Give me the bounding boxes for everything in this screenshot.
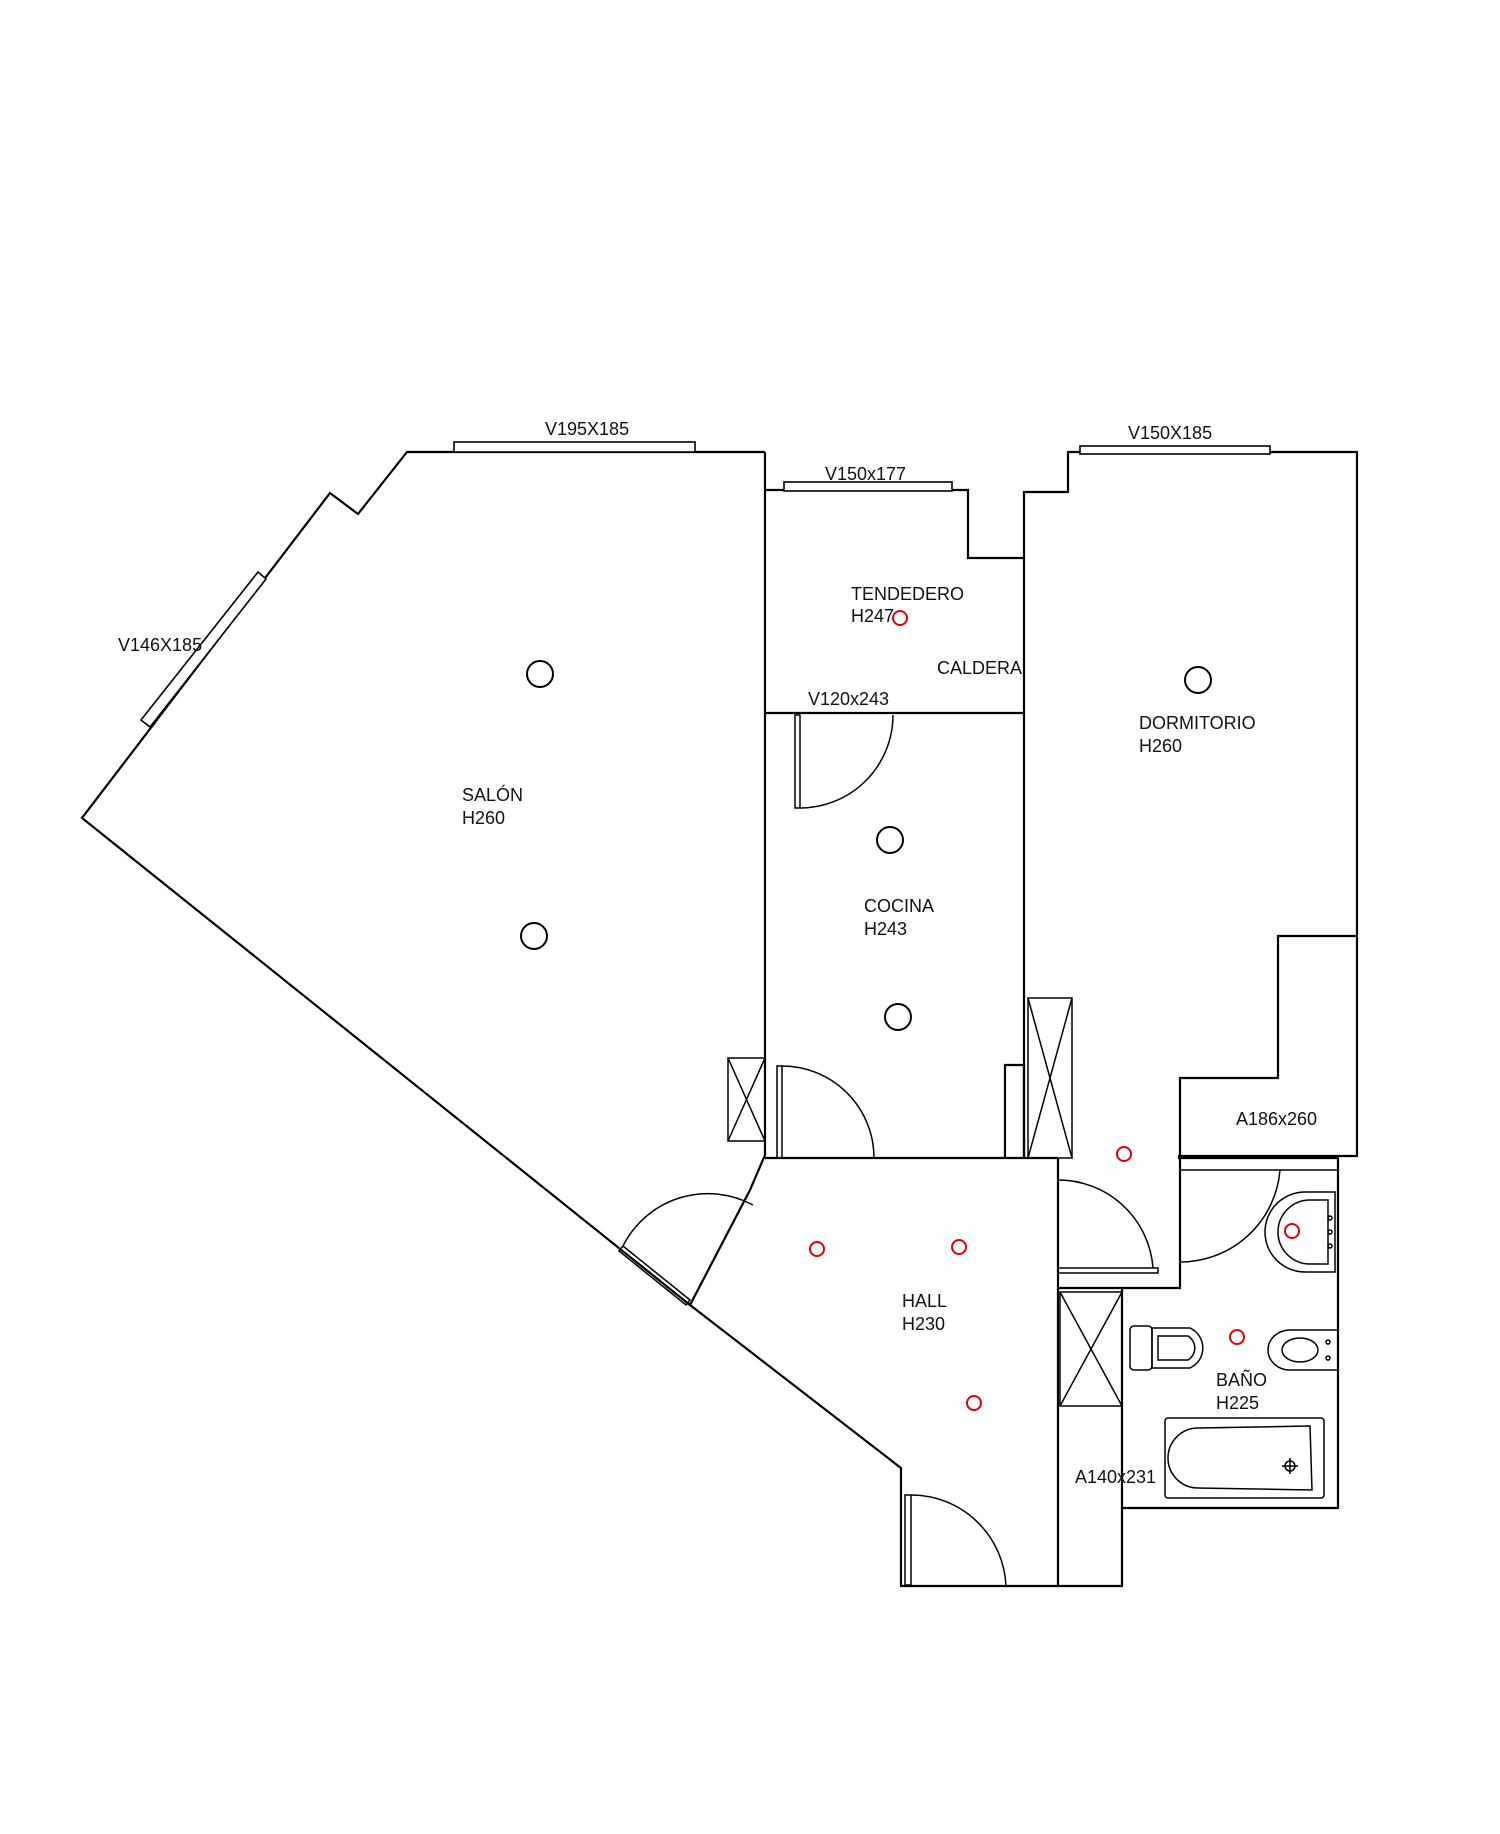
ceiling-lamp-icon xyxy=(884,1003,912,1031)
room-name-bano: BAÑO xyxy=(1216,1369,1267,1390)
room-height-hall: H230 xyxy=(902,1314,945,1334)
ceiling-lamp-icon xyxy=(526,660,554,688)
door-bano xyxy=(1179,1169,1281,1263)
room-name-tendedero: TENDEDERO xyxy=(851,584,964,604)
wardrobe-label: A140x231 xyxy=(1075,1467,1156,1487)
wardrobe-icon xyxy=(727,1057,766,1142)
door-cocina-bottom xyxy=(776,1065,875,1159)
room-name-cocina: COCINA xyxy=(864,896,934,916)
outlet-point-icon xyxy=(1229,1329,1245,1345)
door-salon-hall xyxy=(617,1192,754,1307)
door-dormitorio xyxy=(1057,1179,1159,1274)
bidet-icon xyxy=(1267,1329,1339,1371)
toilet-icon xyxy=(1129,1325,1204,1371)
bathtub-icon xyxy=(1164,1417,1325,1499)
window-label: V150x177 xyxy=(825,464,906,484)
room-name-salon: SALÓN xyxy=(462,784,523,805)
door-cocina-top xyxy=(794,714,894,809)
room-name-dormitorio: DORMITORIO xyxy=(1139,713,1256,733)
outlet-point-icon xyxy=(951,1239,967,1255)
dormitorio-walls xyxy=(1003,450,1359,1158)
sink-icon xyxy=(1264,1191,1336,1273)
window-salon-top xyxy=(453,441,696,453)
room-height-bano: H225 xyxy=(1216,1393,1259,1413)
room-height-tendedero: H247 xyxy=(851,606,894,626)
ceiling-lamp-icon xyxy=(1184,666,1212,694)
room-name-hall: HALL xyxy=(902,1291,947,1311)
bano-walls xyxy=(1120,1156,1340,1510)
window-dormitorio xyxy=(1079,445,1271,455)
wardrobe-label: A186x260 xyxy=(1236,1109,1317,1129)
outlet-point-icon xyxy=(1284,1223,1300,1239)
window-salon-side xyxy=(139,570,268,729)
window-label: V195X185 xyxy=(545,419,629,439)
ceiling-lamp-icon xyxy=(520,922,548,950)
room-height-cocina: H243 xyxy=(864,919,907,939)
wardrobe-icon xyxy=(1059,1291,1123,1407)
outlet-point-icon xyxy=(966,1395,982,1411)
window-label: V120x243 xyxy=(808,689,889,709)
outlet-point-icon xyxy=(809,1241,825,1257)
ceiling-lamp-icon xyxy=(876,826,904,854)
outlet-point-icon xyxy=(1116,1146,1132,1162)
hall-walls xyxy=(689,1158,1182,1588)
window-tendedero xyxy=(783,481,953,492)
salon-walls xyxy=(80,450,767,1307)
room-height-salon: H260 xyxy=(462,808,505,828)
window-label: V146X185 xyxy=(118,635,202,655)
door-entrance xyxy=(904,1494,1007,1587)
window-label: V150X185 xyxy=(1128,423,1212,443)
outlet-point-icon xyxy=(892,610,908,626)
wardrobe-icon xyxy=(1027,997,1073,1159)
room-height-dormitorio: H260 xyxy=(1139,736,1182,756)
room-caldera: CALDERA xyxy=(937,658,1022,678)
